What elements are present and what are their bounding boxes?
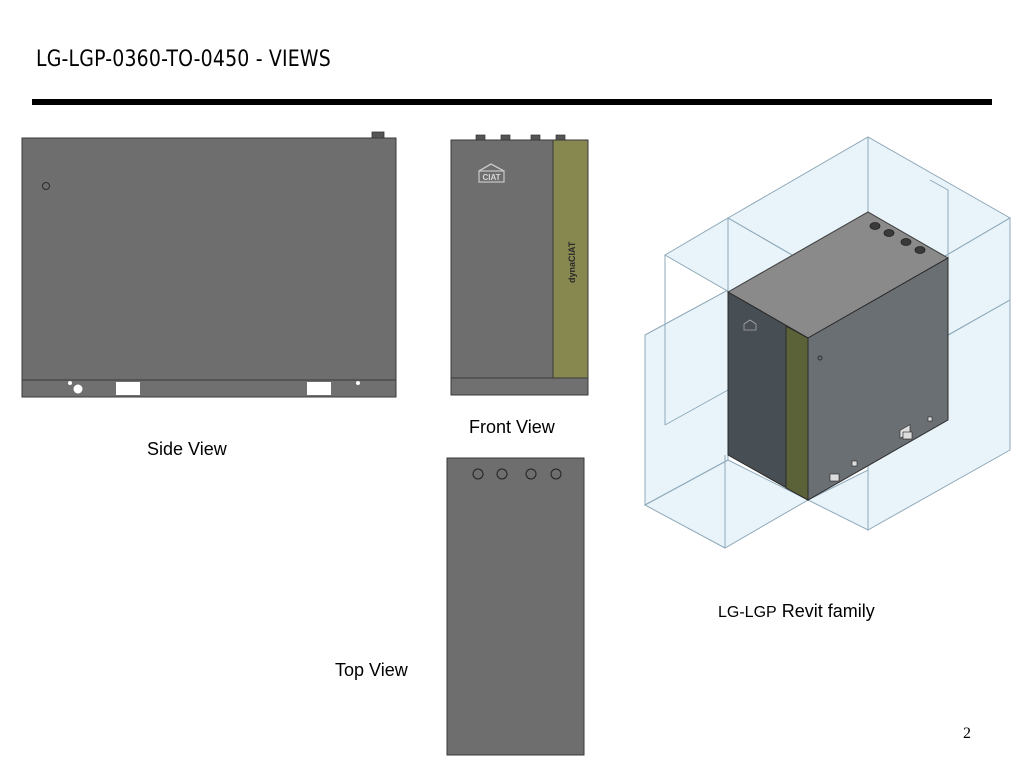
top-view-drawing: [446, 457, 585, 756]
revit-family-suffix: Revit family: [776, 601, 875, 621]
side-view-hole-small: [68, 381, 72, 385]
ciat-logo-text: CIAT: [482, 173, 500, 182]
side-view-hole-small-right: [356, 381, 360, 385]
top-view-connection-hole: [525, 468, 537, 480]
side-view-forklift-slot-right: [307, 382, 331, 395]
front-view-caption: Front View: [469, 417, 555, 437]
unit-top-connectors: [869, 222, 926, 254]
side-view-caption: Side View: [147, 439, 227, 459]
slide-title: LG-LGP-0360-TO-0450 - VIEWS: [36, 47, 331, 72]
unit-right-face: [807, 257, 949, 501]
side-view-base: [21, 379, 397, 398]
dynaciat-panel-text: dynaCIAT: [567, 241, 577, 283]
side-view-forklift-slot-left: [116, 382, 140, 395]
top-view-caption: Top View: [335, 660, 408, 680]
front-view-drawing: CIAT dynaCIAT: [450, 134, 589, 396]
revit-family-caption: LG-LGP Revit family: [718, 601, 875, 622]
front-view-base: [450, 377, 589, 396]
top-view-body: [446, 457, 585, 756]
side-view-hole: [42, 182, 50, 190]
title-rule: [32, 99, 992, 105]
revit-family-prefix: LG-LGP: [718, 604, 777, 621]
top-view-connection-hole: [472, 468, 484, 480]
top-view-connection-hole: [550, 468, 562, 480]
unit-green-panel: [785, 325, 809, 501]
side-view-body: [21, 137, 397, 381]
top-view-connection-hole: [496, 468, 508, 480]
front-view-body: [450, 139, 554, 379]
page-number: 2: [963, 725, 971, 742]
revit-family-drawing: [643, 136, 1011, 549]
side-view-hole-large: [73, 384, 83, 394]
ciat-logo: CIAT: [478, 163, 505, 183]
side-view-drawing: [21, 131, 397, 398]
